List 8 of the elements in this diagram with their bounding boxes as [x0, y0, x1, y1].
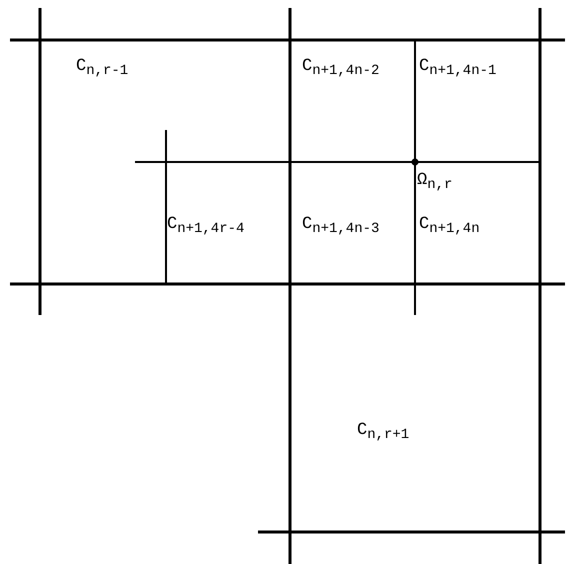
cell-label: C$_{n+1,4n-2}$: [302, 56, 380, 78]
cell-label: C$_{n,r+1}$: [357, 420, 410, 442]
cell-label: C$_{n+1,4n-1}$: [419, 56, 496, 78]
cell-label: C$_{n+1,4n}$: [419, 214, 480, 236]
cell-label: C$_{n,r-1}$: [76, 56, 128, 78]
cell-label: C$_{n+1,4r-4}$: [167, 214, 244, 236]
cell-label: C$_{n+1,4n-3}$: [302, 214, 380, 236]
cell-label: Ω$_{n,r}$: [417, 170, 452, 192]
